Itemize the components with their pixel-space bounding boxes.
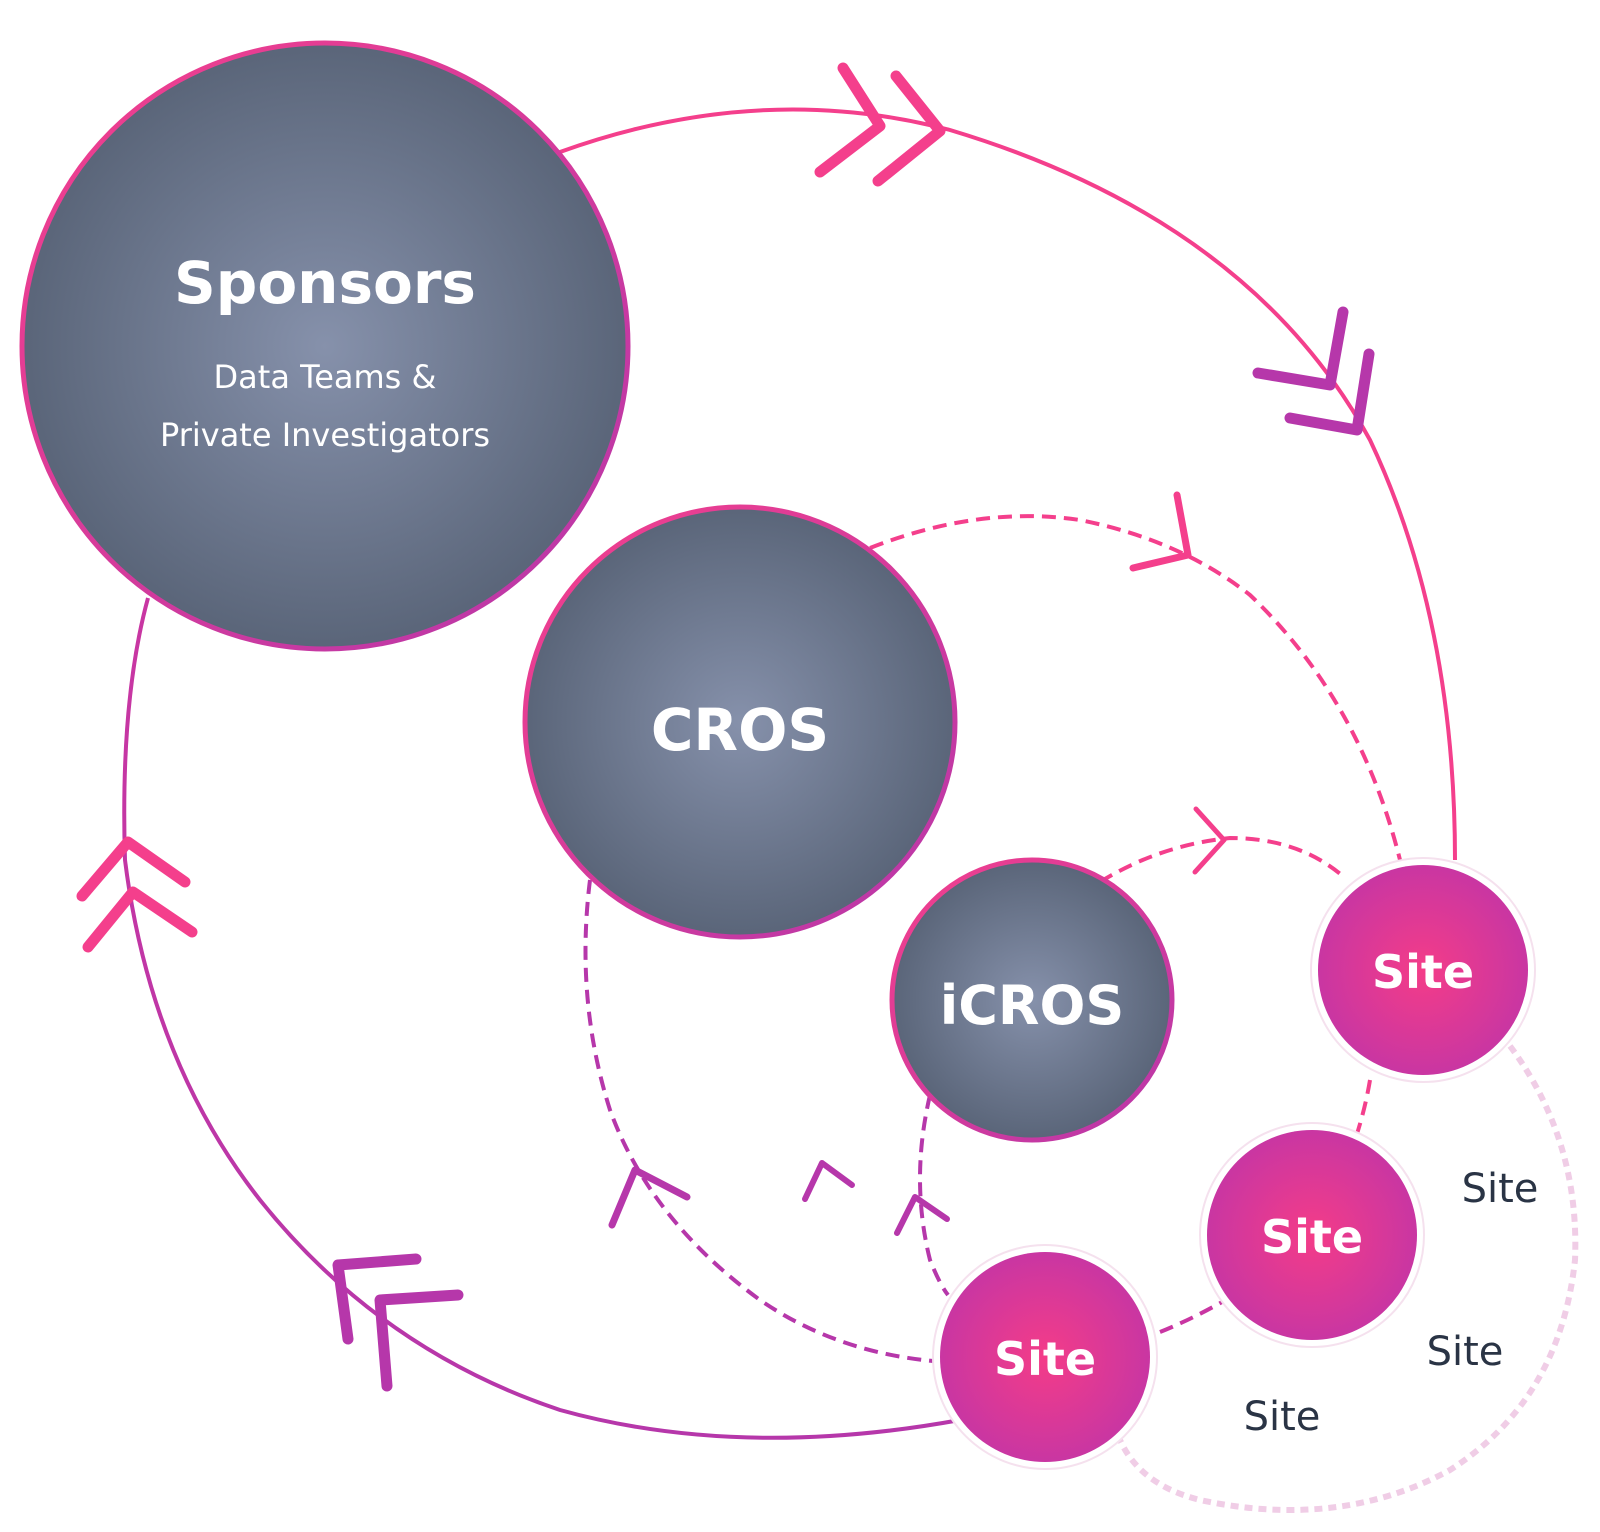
site-node-label: Site	[994, 1332, 1096, 1386]
sites-dotted-ring	[1117, 1044, 1579, 1513]
cros-title: CROS	[651, 696, 829, 764]
icros-title: iCROS	[940, 974, 1125, 1037]
outer-arc-top	[559, 107, 1457, 861]
site-link-1	[1159, 1300, 1223, 1334]
double-arrow-bottom	[332, 1253, 464, 1392]
sponsors-node[interactable]: Sponsors Data Teams & Private Investigat…	[19, 40, 631, 652]
sponsors-subtitle-line2: Private Investigators	[160, 416, 490, 454]
double-arrow-right	[1252, 306, 1375, 436]
arrow-cros-left	[608, 1166, 691, 1229]
site-node-1[interactable]: Site	[1310, 857, 1536, 1083]
double-arrow-left	[76, 836, 198, 953]
cros-arc-left	[583, 879, 946, 1364]
sponsors-title: Sponsors	[174, 249, 476, 317]
icros-node[interactable]: iCROS	[889, 857, 1175, 1143]
site-node-2[interactable]: Site	[1199, 1122, 1425, 1348]
icros-arc-top	[1098, 835, 1347, 884]
icros-arc-left	[918, 1094, 950, 1297]
outer-site-label: Site	[1244, 1394, 1321, 1440]
double-arrow-top	[814, 62, 946, 187]
outer-site-label: Site	[1427, 1329, 1504, 1375]
site-node-label: Site	[1261, 1210, 1363, 1264]
arrow-cros-top	[1129, 491, 1192, 572]
arrow-icros-top	[1192, 806, 1227, 875]
site-node-label: Site	[1372, 945, 1474, 999]
site-node-3[interactable]: Site	[932, 1244, 1158, 1470]
outer-arc-left	[122, 597, 961, 1440]
site-link-2	[1353, 1079, 1372, 1141]
outer-cycle	[122, 107, 1457, 1440]
cros-node[interactable]: CROS	[522, 504, 958, 940]
arrow-icros-left	[802, 1160, 950, 1236]
sponsors-subtitle-line1: Data Teams &	[214, 358, 437, 396]
outer-site-label: Site	[1462, 1166, 1539, 1212]
